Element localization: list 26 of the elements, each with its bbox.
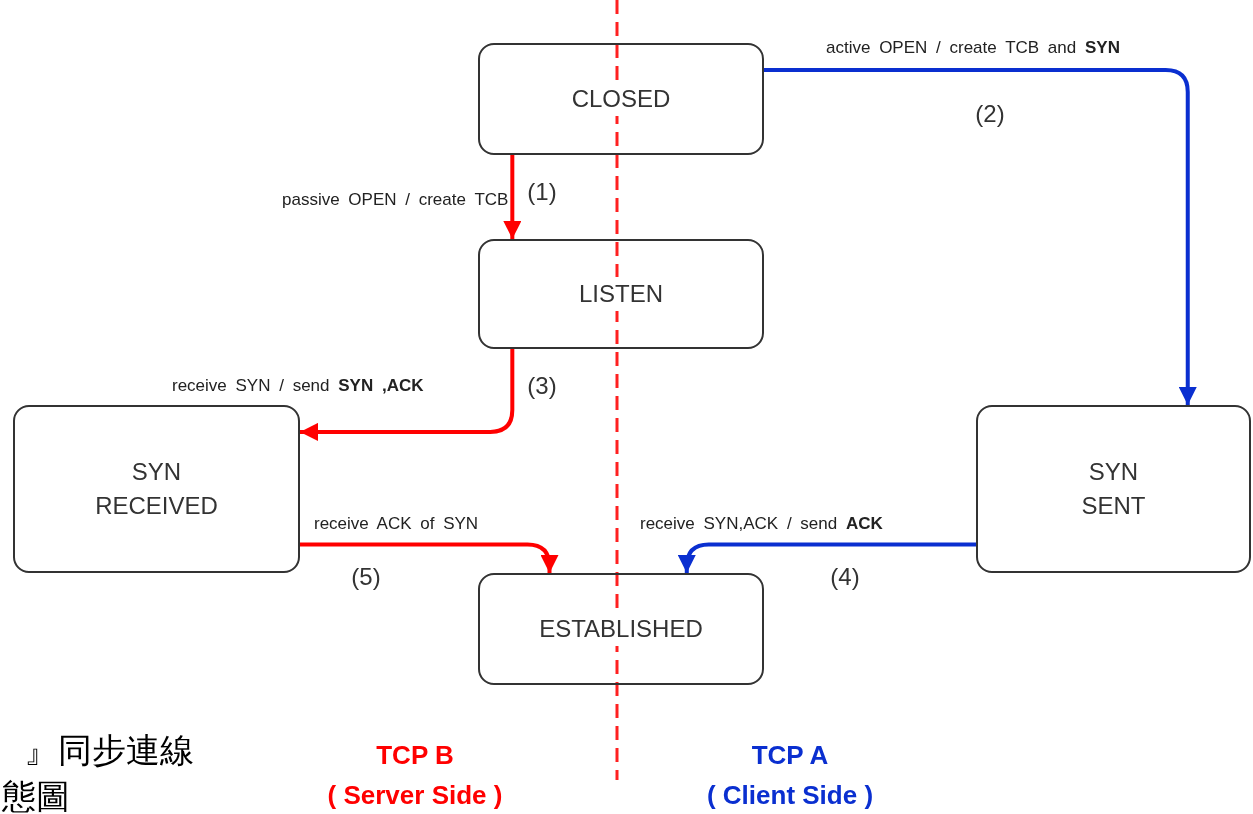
caption-text: 』同步連線 bbox=[24, 729, 194, 772]
edge-label: active OPEN / create TCB and SYN bbox=[826, 38, 1120, 58]
state-box: LISTEN bbox=[478, 239, 764, 349]
arrow bbox=[764, 67, 1197, 405]
state-box: SYN RECEIVED bbox=[13, 405, 300, 573]
edge-label: receive ACK of SYN bbox=[314, 514, 479, 534]
edge-label: receive SYN,ACK / send ACK bbox=[640, 514, 883, 534]
step-number: (5) bbox=[351, 563, 381, 591]
edge-label: receive SYN / send SYN ,ACK bbox=[172, 376, 424, 396]
side-label: ( Client Side ) bbox=[706, 780, 874, 811]
caption-text: 態圖 bbox=[2, 775, 70, 814]
side-label: ( Server Side ) bbox=[327, 780, 503, 811]
arrow bbox=[300, 542, 559, 573]
side-label: TCP A bbox=[751, 740, 829, 771]
state-box: SYN SENT bbox=[976, 405, 1251, 573]
state-box: CLOSED bbox=[478, 43, 764, 155]
arrow bbox=[300, 349, 515, 441]
step-number: (1) bbox=[527, 178, 557, 206]
edge-label: passive OPEN / create TCB bbox=[282, 190, 509, 210]
state-box: ESTABLISHED bbox=[478, 573, 764, 685]
arrow bbox=[503, 155, 522, 239]
step-number: (3) bbox=[527, 372, 557, 400]
side-label: TCP B bbox=[376, 740, 454, 771]
step-number: (2) bbox=[975, 100, 1005, 128]
arrow bbox=[677, 542, 976, 573]
step-number: (4) bbox=[830, 563, 860, 591]
